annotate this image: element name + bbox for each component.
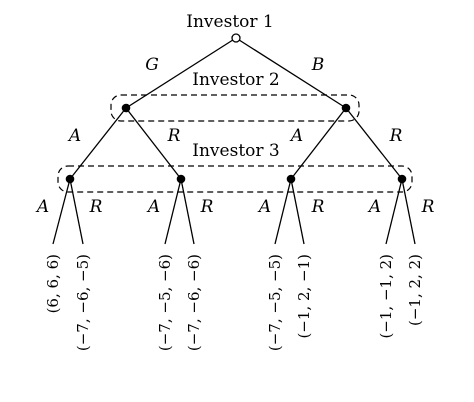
payoff-8: (−1, 2, 2) xyxy=(406,254,424,326)
action-l2-left-right: R xyxy=(167,126,181,146)
edge-l2-right-left xyxy=(290,107,347,180)
edge-leaf-3 xyxy=(164,178,182,245)
action-root-right: B xyxy=(311,55,325,75)
label-investor1: Investor 1 xyxy=(186,12,273,32)
edge-leaf-6 xyxy=(290,178,305,245)
action-l3-3-right: R xyxy=(311,197,325,217)
decision-node-l2-left xyxy=(121,103,131,113)
edge-leaf-4 xyxy=(180,178,195,245)
action-l3-3-left: A xyxy=(257,197,271,217)
edge-leaf-7 xyxy=(385,178,403,245)
action-l2-left-left: A xyxy=(67,126,81,146)
action-root-left: G xyxy=(145,55,159,75)
edge-leaf-2 xyxy=(69,178,84,245)
root-node xyxy=(231,33,241,43)
payoff-6: (−1, 2, −1) xyxy=(295,254,313,339)
action-l2-right-right: R xyxy=(389,126,403,146)
action-l3-2-right: R xyxy=(200,197,214,217)
payoff-7: (−1, −1, 2) xyxy=(377,254,395,339)
action-l3-4-right: R xyxy=(421,197,435,217)
decision-node-l3-3 xyxy=(286,174,296,184)
edge-root-right xyxy=(235,37,347,109)
payoff-3: (−7, −5, −6) xyxy=(156,254,174,351)
payoff-2: (−7, −6, −5) xyxy=(74,254,92,351)
info-set-investor2 xyxy=(110,94,360,122)
decision-node-l3-2 xyxy=(176,174,186,184)
edge-root-left xyxy=(125,37,237,109)
decision-node-l2-right xyxy=(341,103,351,113)
info-set-investor3 xyxy=(57,165,413,193)
decision-node-l3-1 xyxy=(65,174,75,184)
edge-l2-right-right xyxy=(345,107,403,180)
action-l2-right-left: A xyxy=(289,126,303,146)
action-l3-4-left: A xyxy=(367,197,381,217)
label-investor2: Investor 2 xyxy=(192,70,279,90)
action-l3-2-left: A xyxy=(146,197,160,217)
edge-l2-left-right xyxy=(125,107,182,180)
edge-leaf-8 xyxy=(401,178,416,245)
action-l3-1-left: A xyxy=(35,197,49,217)
label-investor3: Investor 3 xyxy=(192,141,279,161)
edge-leaf-1 xyxy=(52,178,71,245)
edge-leaf-5 xyxy=(274,178,292,245)
payoff-4: (−7, −6, −6) xyxy=(185,254,203,351)
payoff-1: (6, 6, 6) xyxy=(44,254,62,313)
payoff-5: (−7, −5, −5) xyxy=(266,254,284,351)
edge-l2-left-left xyxy=(69,107,127,180)
decision-node-l3-4 xyxy=(397,174,407,184)
action-l3-1-right: R xyxy=(89,197,103,217)
